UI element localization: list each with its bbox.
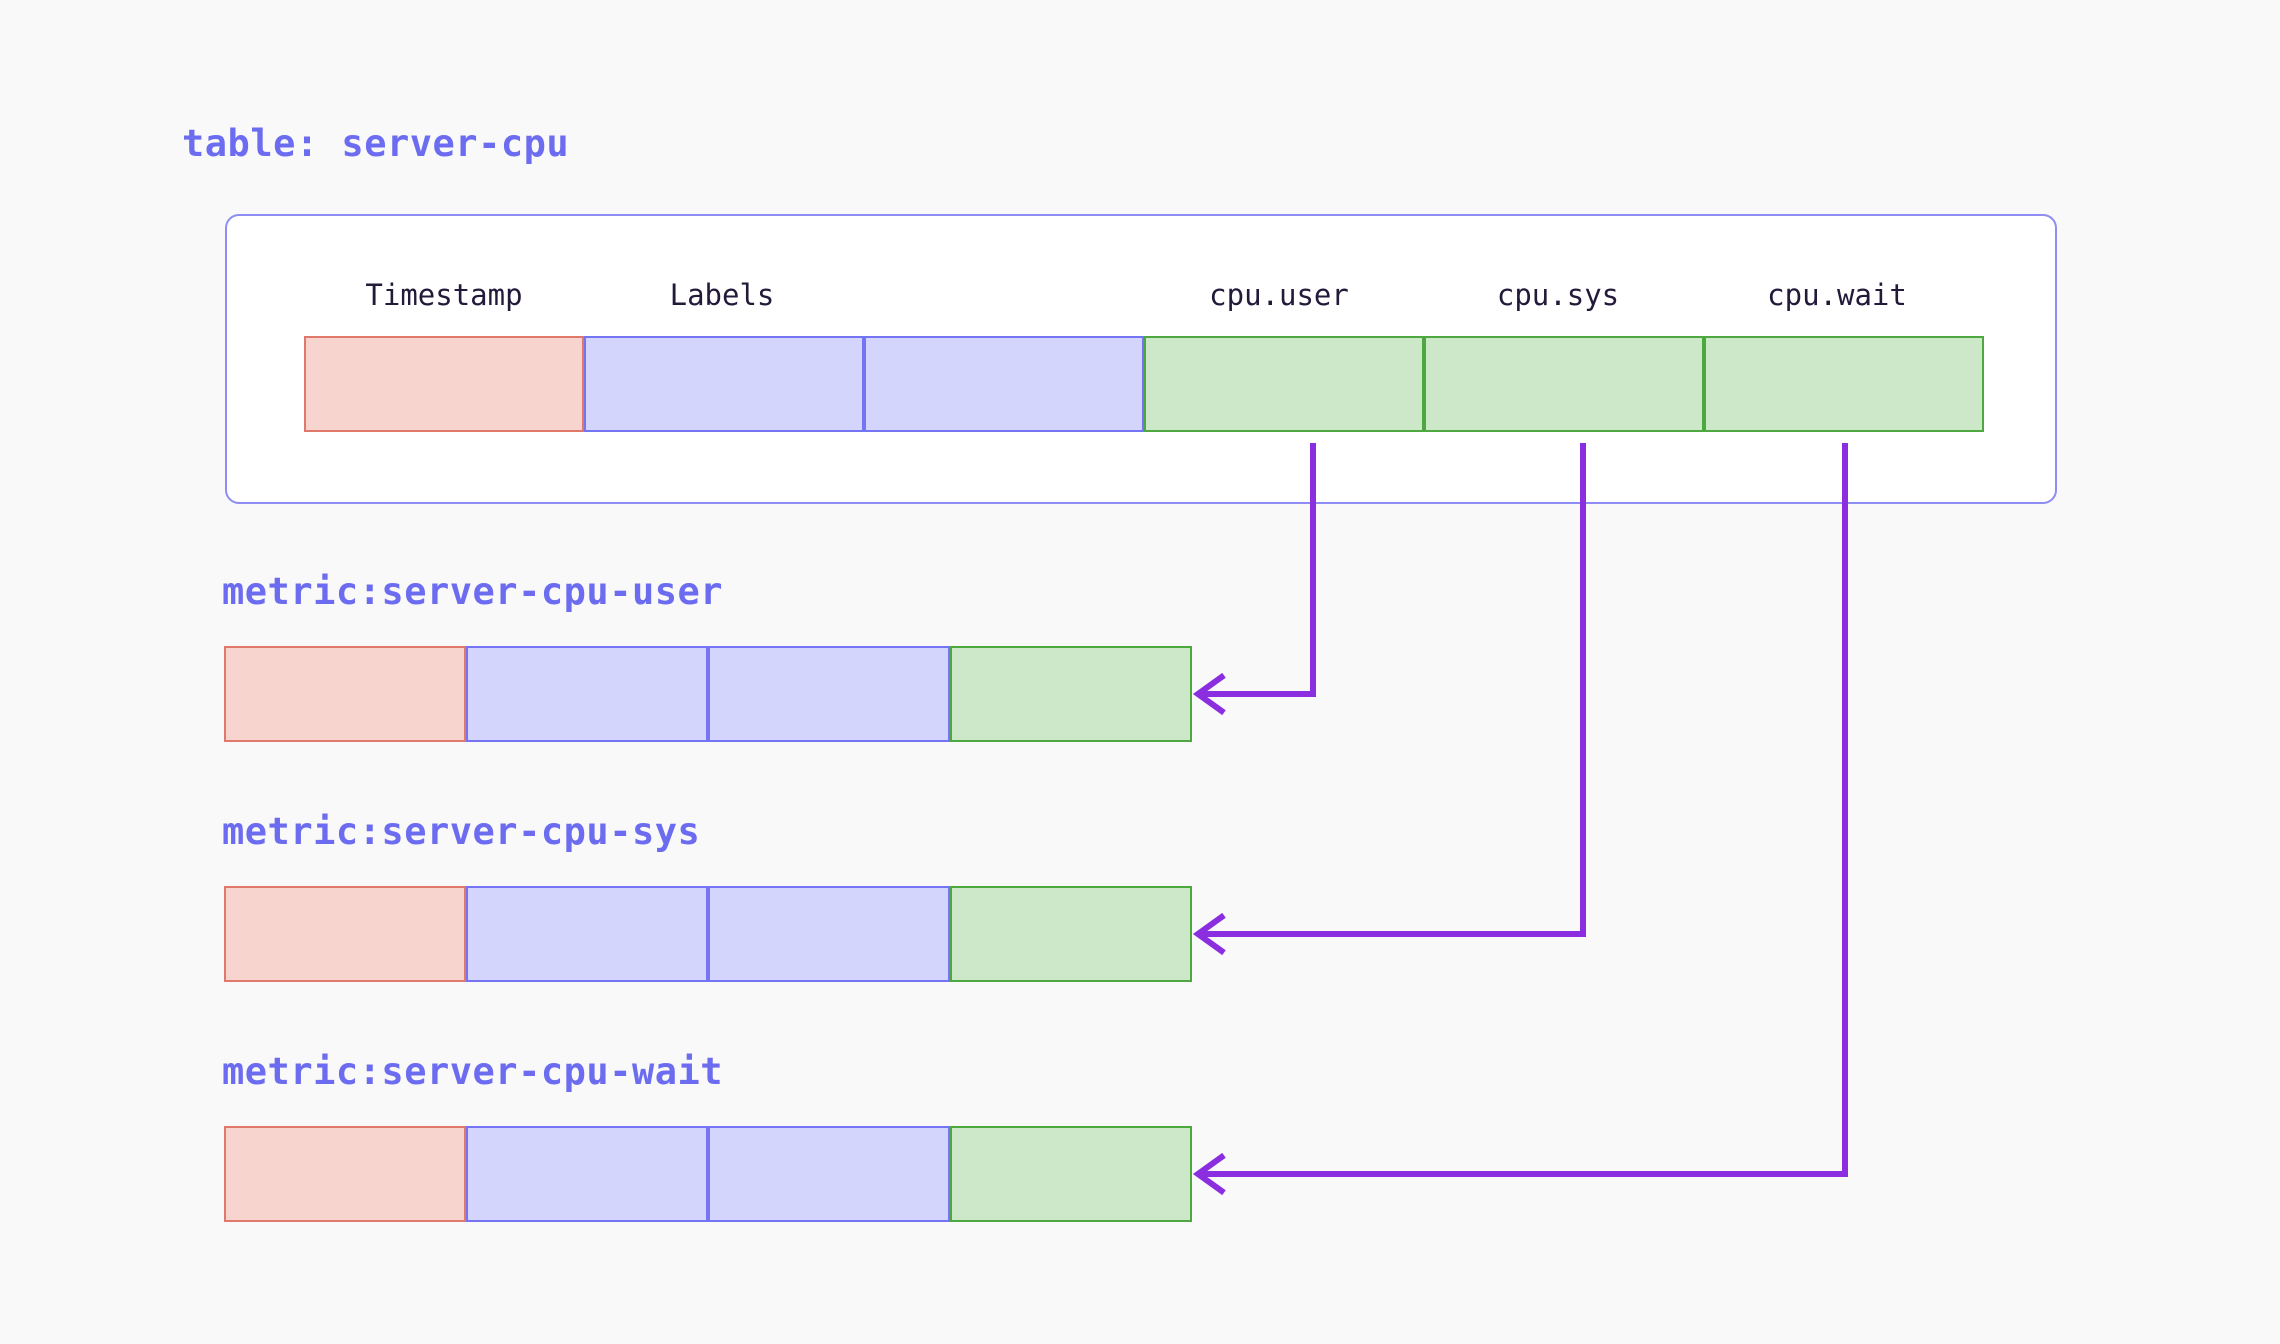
column-header-timestamp: Timestamp xyxy=(365,278,523,312)
metric-row-cell-timestamp xyxy=(224,1126,466,1222)
metric-row-cell-value xyxy=(950,1126,1192,1222)
table-schema-cell-labels xyxy=(584,336,864,432)
arrowhead-icon xyxy=(1192,1152,1226,1196)
column-header-cpu-sys: cpu.sys xyxy=(1496,278,1620,312)
metric-row-cell-labels xyxy=(466,886,708,982)
table-schema-cell-value xyxy=(1424,336,1704,432)
metric-row-cell-value xyxy=(950,886,1192,982)
arrowhead-icon xyxy=(1192,672,1226,716)
metric-row-cell-labels xyxy=(708,1126,950,1222)
table-schema-cell-value xyxy=(1704,336,1984,432)
metric-row-cell-labels xyxy=(708,886,950,982)
metric-label-cpu-sys: metric:server-cpu-sys xyxy=(222,810,701,853)
column-header-labels: Labels xyxy=(669,278,775,312)
column-header-cpu-user: cpu.user xyxy=(1209,278,1349,312)
table-schema-cell-value xyxy=(1144,336,1424,432)
table-title: table: server-cpu xyxy=(182,122,570,165)
metric-row-cell-labels xyxy=(466,1126,708,1222)
connector-cpu-wait-to-metric xyxy=(1192,443,1848,1196)
metric-row-cell-timestamp xyxy=(224,886,466,982)
metric-label-cpu-user: metric:server-cpu-user xyxy=(222,570,724,613)
metric-row-cell-labels xyxy=(708,646,950,742)
metric-row-cell-timestamp xyxy=(224,646,466,742)
column-header-cpu-wait: cpu.wait xyxy=(1767,278,1907,312)
table-schema-cell-timestamp xyxy=(304,336,584,432)
table-schema-cell-labels xyxy=(864,336,1144,432)
metric-row-cell-labels xyxy=(466,646,708,742)
metric-row-cell-value xyxy=(950,646,1192,742)
metric-label-cpu-wait: metric:server-cpu-wait xyxy=(222,1050,724,1093)
connector-cpu-sys-to-metric xyxy=(1192,443,1586,956)
arrowhead-icon xyxy=(1192,912,1226,956)
